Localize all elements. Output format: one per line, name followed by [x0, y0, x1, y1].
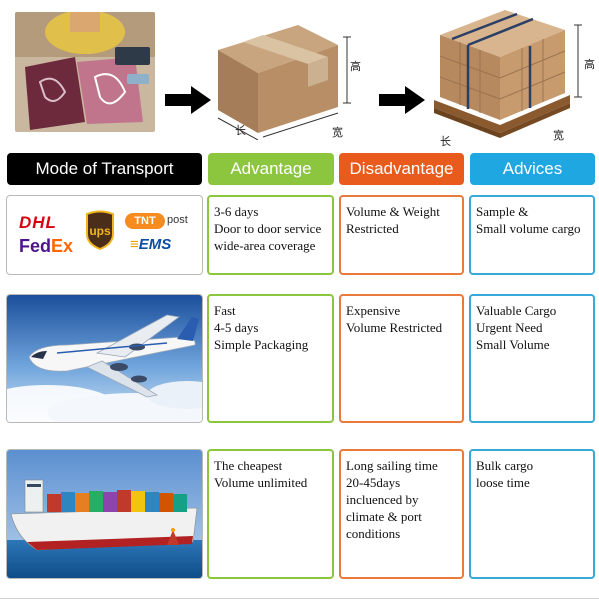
text-line: Expensive: [346, 303, 401, 318]
express-couriers-logos: DHL FedEx ups TNT post ≡EMS: [6, 195, 203, 275]
bottom-divider: [0, 598, 599, 599]
arrow-right-icon: [379, 86, 425, 114]
text-line: Small volume cargo: [476, 221, 581, 236]
air-disadvantage-cell: Expensive Volume Restricted: [339, 294, 464, 423]
text-line: Volume & Weight: [346, 204, 440, 219]
tnt-logo: TNT: [125, 213, 165, 229]
text-line: Sample &: [476, 204, 529, 219]
text-line: Valuable Cargo: [476, 303, 557, 318]
post-label: post: [167, 214, 188, 226]
text-line: Small Volume: [476, 337, 550, 352]
ups-logo: ups: [85, 210, 115, 251]
airplane-photo: [6, 294, 203, 423]
ems-logo: ≡EMS: [130, 236, 172, 253]
pallet-length-label: 长: [440, 135, 451, 148]
header-advantage: Advantage: [208, 153, 334, 185]
text-line: 3-6 days: [214, 204, 259, 219]
header-disadvantage: Disadvantage: [339, 153, 464, 185]
text-line: Fast: [214, 303, 236, 318]
text-line: Long sailing time: [346, 458, 438, 473]
header-mode-of-transport: Mode of Transport: [7, 153, 202, 185]
box-height-label: 高: [350, 60, 361, 73]
container-ship-photo: [6, 449, 203, 579]
express-advices-cell: Sample & Small volume cargo: [469, 195, 595, 275]
text-line: conditions: [346, 526, 401, 541]
dhl-logo: DHL: [19, 213, 57, 232]
text-line: The cheapest: [214, 458, 283, 473]
header-advices: Advices: [470, 153, 595, 185]
text-line: 4-5 days: [214, 320, 259, 335]
sea-disadvantage-cell: Long sailing time 20-45days incluenced b…: [339, 449, 464, 579]
text-line: Volume unlimited: [214, 475, 308, 490]
box-width-label: 宽: [332, 126, 343, 139]
express-disadvantage-cell: Volume & Weight Restricted: [339, 195, 464, 275]
express-advantage-cell: 3-6 days Door to door service wide-area …: [207, 195, 334, 275]
pallet-cargo-icon: [430, 5, 590, 145]
text-line: Urgent Need: [476, 320, 543, 335]
carton-box-icon: [213, 15, 363, 145]
text-line: incluenced by: [346, 492, 419, 507]
text-line: wide-area coverage: [214, 238, 316, 253]
text-line: Door to door service: [214, 221, 322, 236]
text-line: 20-45days: [346, 475, 401, 490]
svg-text:ups: ups: [89, 224, 111, 238]
pallet-width-label: 宽: [553, 129, 564, 142]
arrow-right-icon: [165, 86, 211, 114]
air-advices-cell: Valuable Cargo Urgent Need Small Volume: [469, 294, 595, 423]
sea-advantage-cell: The cheapest Volume unlimited: [207, 449, 334, 579]
text-line: Simple Packaging: [214, 337, 309, 352]
text-line: loose time: [476, 475, 530, 490]
text-line: Bulk cargo: [476, 458, 534, 473]
text-line: climate & port: [346, 509, 422, 524]
fedex-logo: FedEx: [19, 236, 74, 256]
air-advantage-cell: Fast 4-5 days Simple Packaging: [207, 294, 334, 423]
text-line: Volume Restricted: [346, 320, 443, 335]
sea-advices-cell: Bulk cargo loose time: [469, 449, 595, 579]
text-line: Restricted: [346, 221, 399, 236]
pallet-height-label: 高: [584, 58, 595, 71]
packing-bags-photo: [15, 12, 155, 132]
box-length-label: 长: [235, 124, 246, 137]
